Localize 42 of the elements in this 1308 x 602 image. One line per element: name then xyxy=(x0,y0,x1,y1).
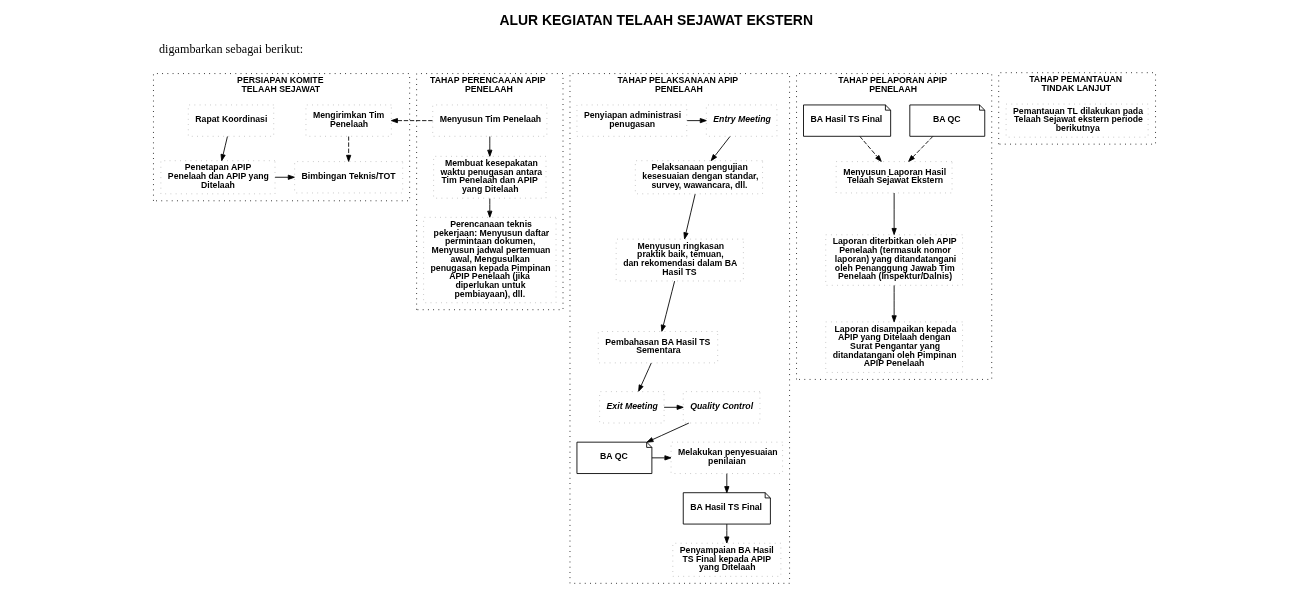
arrow xyxy=(646,422,689,443)
node-box: Exit Meeting xyxy=(598,391,665,424)
arrow xyxy=(345,136,351,162)
node-box: Bimbingan Teknis/TOT xyxy=(293,161,403,194)
node-box: Perencanaan teknis pekerjaan: Menyusun daftar permintaan dokumen, Menyusun jadwal pertemuan awal, Mengusulkan penugasan kepada Pimpinan APIP Penelaah (jika diperlukan untuk pembiayaan), dll. xyxy=(422,216,556,304)
node-box: Menyusun Laporan Hasil Telaah Sejawat Ekstern xyxy=(835,161,952,194)
arrow xyxy=(660,280,675,332)
node-box: Mengirimkan Tim Penelaah xyxy=(305,104,392,137)
arrow xyxy=(710,136,730,162)
arrow xyxy=(486,136,492,157)
diagram-title: ALUR KEGIATAN TELAAH SEJAWAT EKSTERN xyxy=(498,12,813,29)
node-box: Penyampaian BA Hasil TS Final kepada APIP yang Ditelaah xyxy=(671,542,781,577)
node-box: Menyusun ringkasan praktik baik, temuan, dan rekomendasi dalam BA Hasil TS xyxy=(615,238,744,282)
node-box: Menyusun Tim Penelaah xyxy=(431,104,547,137)
arrow xyxy=(891,192,897,235)
node-box: Penetapan APIP Penelaah dan APIP yang Ditelaah xyxy=(159,160,275,195)
arrow xyxy=(891,284,897,323)
arrow xyxy=(486,198,492,218)
arrow xyxy=(637,362,652,392)
arrow xyxy=(723,473,729,494)
label: digambarkan sebagai berikut: xyxy=(158,42,303,57)
node-box: Pembahasan BA Hasil TS Sementara xyxy=(597,331,718,364)
arrow xyxy=(859,136,882,162)
arrow xyxy=(907,136,933,162)
arrow xyxy=(390,118,433,124)
node-box: Quality Control xyxy=(682,391,760,424)
arrow xyxy=(274,174,295,180)
node-box: Pemantauan TL dilakukan pada Telaah Sejawat ekstern periode berikutnya xyxy=(1005,103,1149,138)
arrow xyxy=(686,118,707,124)
arrow xyxy=(682,193,696,240)
node-box: Entry Meeting xyxy=(705,104,777,137)
node-box: Membuat kesepakatan waktu penugasan antara Tim Penelaah dan APIP yang Ditelaah xyxy=(432,155,546,199)
node-box: Penyiapan administrasi penugasan xyxy=(576,104,687,137)
node-box: Rapat Koordinasi xyxy=(187,104,274,137)
arrow xyxy=(663,404,684,410)
arrow xyxy=(651,455,671,461)
node-box: Laporan diterbitkan oleh APIP Penelaah (termasuk nomor laporan) yang ditandatangani oleh Penanggung Jawab Tim Penelaah (Inspektur/Dalnis) xyxy=(824,234,963,286)
arrow xyxy=(723,523,729,544)
node-box: Pelaksanaan pengujian kesesuaian dengan standar, survey, wawancara, dll. xyxy=(634,160,763,195)
node-box: Laporan disampaikan kepada APIP yang Ditelaah dengan Surat Pengantar yang ditandatangani oleh Pimpinan APIP Penelaah xyxy=(824,321,963,373)
arrow xyxy=(220,136,228,162)
node-box: Melakukan penyesuaian penilaian xyxy=(670,441,783,474)
